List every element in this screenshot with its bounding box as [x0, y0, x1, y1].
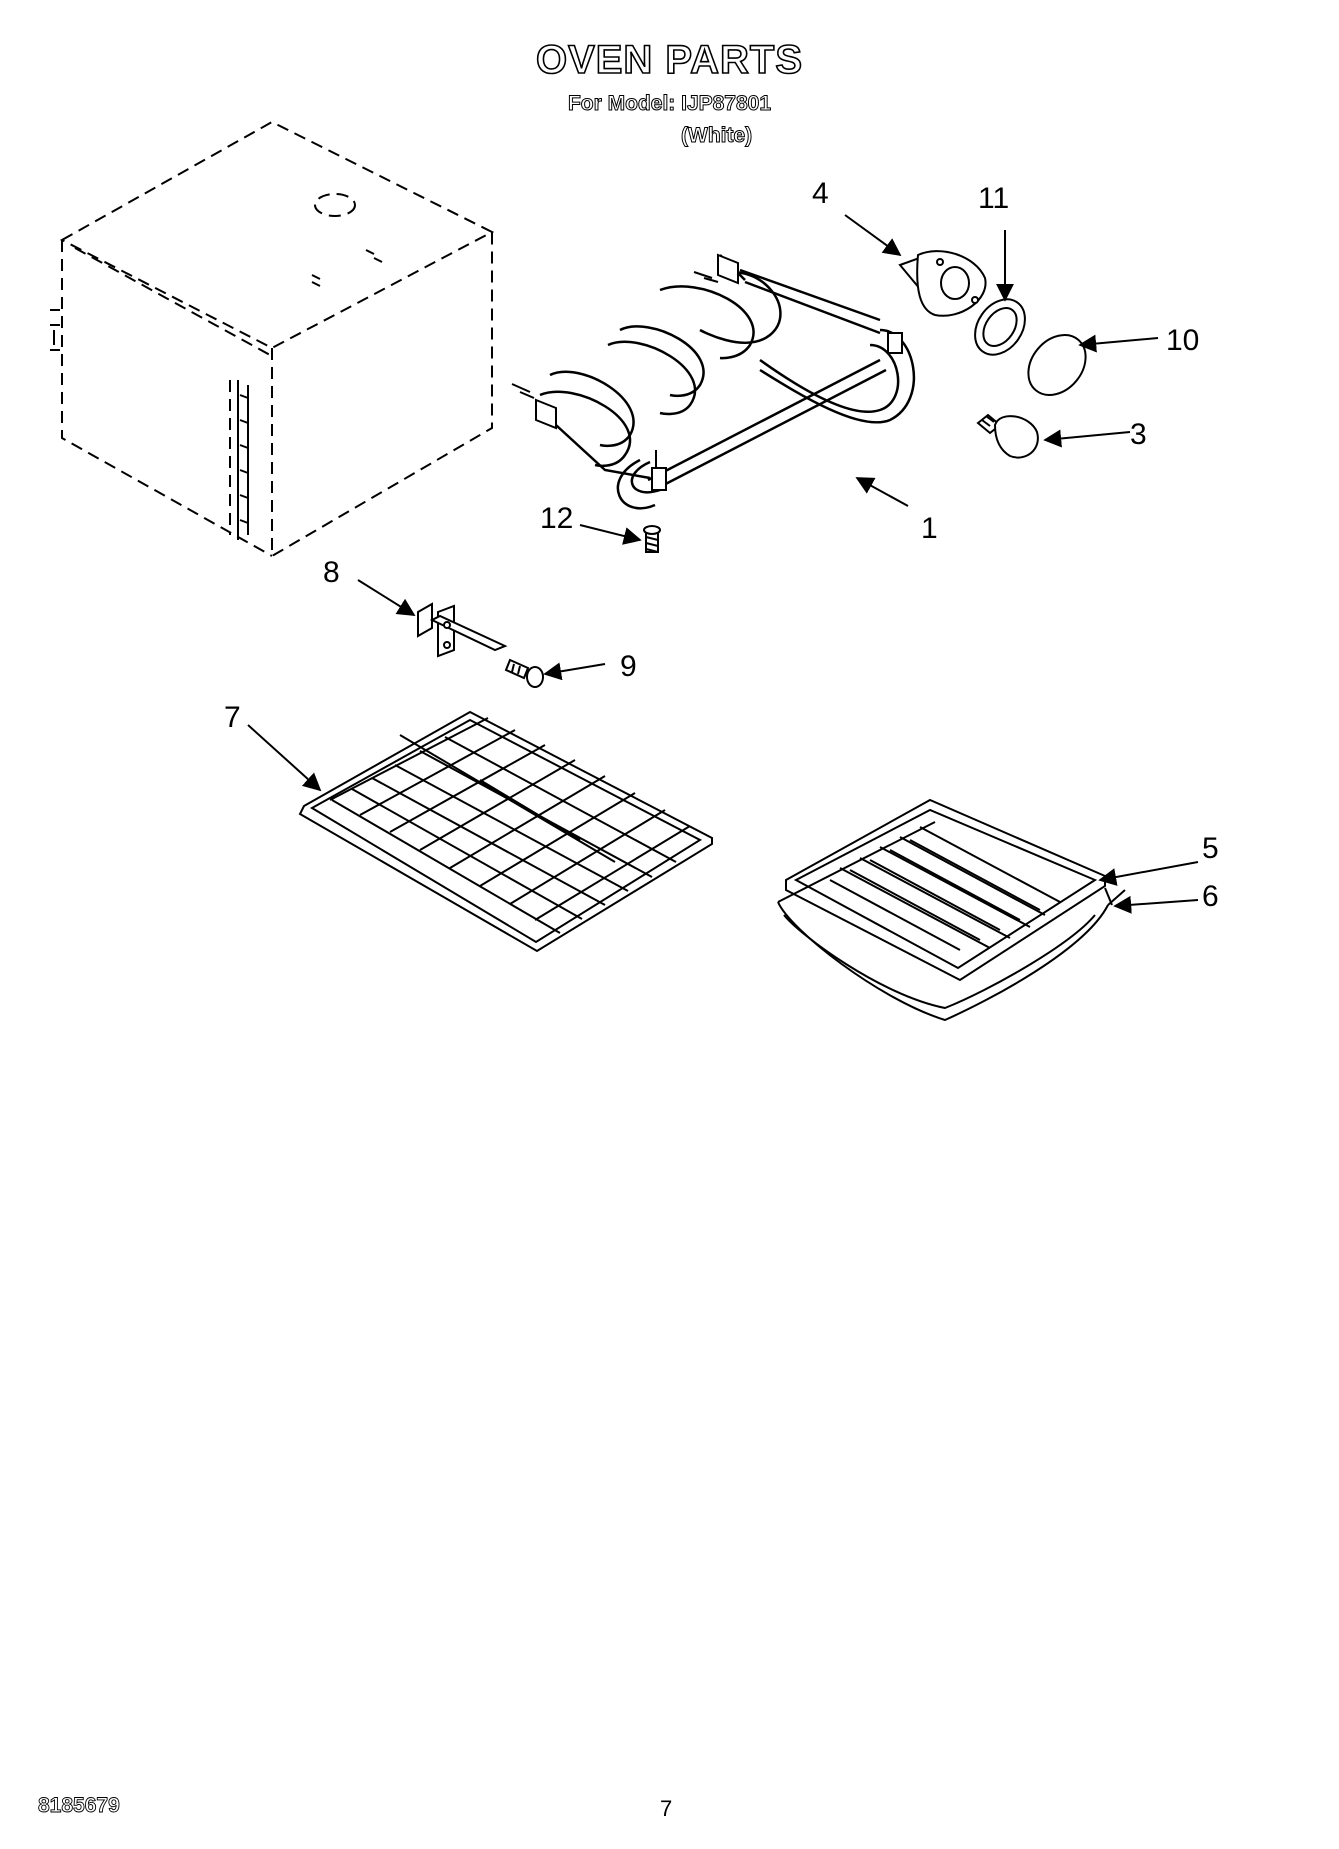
element-screw — [643, 525, 661, 553]
bracket-screw — [504, 658, 544, 688]
oven-cavity-outline — [59, 120, 495, 558]
color-label: (White) — [680, 124, 753, 148]
lamp-gasket — [974, 298, 1026, 356]
callout-4: 4 — [812, 177, 829, 210]
callout-1: 1 — [921, 512, 938, 545]
broiler-pan — [777, 821, 1126, 1022]
callout-9: 9 — [620, 650, 637, 683]
bake-element — [539, 254, 915, 510]
callout-5: 5 — [1202, 832, 1219, 865]
lamp-lens — [1027, 334, 1087, 396]
document-number: 8185679 — [38, 1794, 121, 1818]
rack-support-bracket — [417, 602, 508, 658]
page-number: 7 — [660, 1796, 673, 1821]
leader-arrows — [247, 214, 1199, 914]
callout-labels: 4 11 10 3 1 12 8 9 7 5 6 — [224, 177, 1219, 913]
callout-3: 3 — [1130, 418, 1147, 451]
model-label: For Model: IJP87801 — [567, 92, 772, 116]
callout-12: 12 — [540, 502, 573, 535]
callout-7: 7 — [224, 701, 241, 734]
callout-11: 11 — [978, 182, 1009, 215]
callout-10: 10 — [1166, 324, 1199, 357]
oven-cavity-details — [50, 249, 383, 540]
light-socket — [898, 250, 987, 317]
callout-8: 8 — [323, 556, 340, 589]
element-terminals — [535, 253, 903, 491]
light-bulb — [976, 413, 1039, 459]
element-leads — [511, 271, 719, 468]
page-title: OVEN PARTS — [535, 37, 804, 83]
broiler-grid — [785, 798, 1106, 982]
callout-6: 6 — [1202, 880, 1219, 913]
oven-rack — [298, 710, 713, 953]
